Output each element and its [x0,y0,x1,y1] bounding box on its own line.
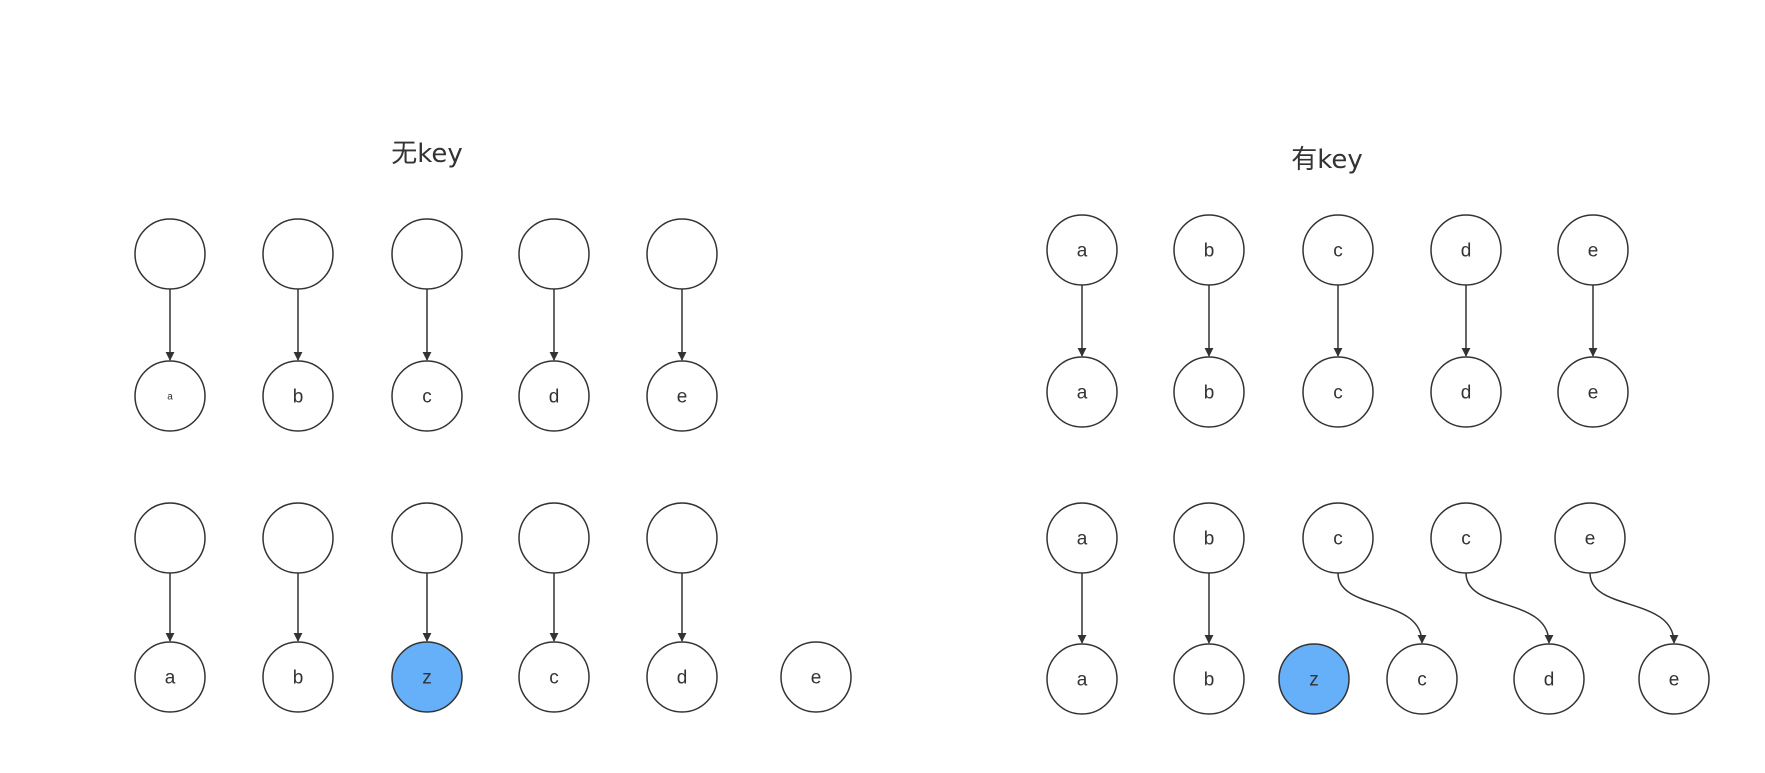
vnode-new: d [518,360,590,432]
vnode-old: b [1173,214,1245,286]
node-label: d [549,387,560,408]
edge-curved [1337,572,1427,644]
vnode-old [391,218,463,290]
vnode-old [262,218,334,290]
node-label: e [1585,529,1596,550]
node-label: b [1204,383,1215,404]
no-key-bottom-edges [165,573,687,642]
vnode-new: a [134,641,206,713]
vnode-new: a [134,360,206,432]
node-label: d [677,668,688,689]
vnode-new-inserted: z [1278,643,1350,715]
node-label: b [293,387,304,408]
vnode-new: b [262,641,334,713]
vnode-new: c [391,360,463,432]
node-label: e [1588,241,1599,262]
node-label: c [549,668,559,689]
vnode-new: e [1638,643,1710,715]
node-label: b [293,668,304,689]
vnode-old: e [1554,502,1626,574]
vnode-old: a [1046,214,1118,286]
vnode-new: d [1513,643,1585,715]
node-label: b [1204,241,1215,262]
vnode-new: c [1386,643,1458,715]
vnode-old: a [1046,502,1118,574]
vnode-old [518,502,590,574]
node-label: d [1461,241,1472,262]
no-key-bottom-new-row: a b z c d e [134,641,852,713]
panel-with-key: 有key a b c d e a b c d e [1046,145,1710,715]
node-label: c [1333,241,1343,262]
vnode-old: e [1557,214,1629,286]
node-label: a [1077,529,1088,550]
no-key-bottom-old-row [134,502,718,574]
panel-title-with-key: 有key [1291,145,1363,175]
vnode-new: a [1046,356,1118,428]
vnode-old: b [1173,502,1245,574]
vnode-old [646,218,718,290]
node-label: c [1333,383,1343,404]
vnode-new: d [1430,356,1502,428]
vnode-old [134,218,206,290]
node-label: b [1204,529,1215,550]
vnode-new: e [646,360,718,432]
with-key-top-old-row: a b c d e [1046,214,1629,286]
node-label: a [1077,241,1088,262]
vnode-new: c [518,641,590,713]
vnode-old: c [1302,214,1374,286]
with-key-bottom-old-row: a b c c e [1046,502,1626,574]
with-key-bottom-new-row: a b z c d e [1046,643,1710,715]
panel-title-no-key: 无key [391,139,463,169]
edge-curved [1589,572,1679,644]
node-label: a [1077,383,1088,404]
node-label: d [1461,383,1472,404]
node-label: e [1588,383,1599,404]
vnode-old: c [1430,502,1502,574]
node-label: e [677,387,688,408]
node-label: z [422,668,432,689]
no-key-top-old-row [134,218,718,290]
node-label: c [1461,529,1471,550]
vnode-old: c [1302,502,1374,574]
node-label: z [1309,670,1319,691]
node-label: e [811,668,822,689]
node-label: b [1204,670,1215,691]
with-key-bottom-edges [1077,572,1679,644]
vnode-new: c [1302,356,1374,428]
node-label: c [1417,670,1427,691]
vnode-new: a [1046,643,1118,715]
node-label: c [1333,529,1343,550]
no-key-top-new-row: a b c d e [134,360,718,432]
no-key-top-edges [165,289,687,361]
vnode-old [518,218,590,290]
edge-curved [1465,572,1554,644]
vnode-new: e [1557,356,1629,428]
node-label: c [422,387,432,408]
with-key-top-edges [1077,285,1598,357]
vnode-new: b [262,360,334,432]
node-label: d [1544,670,1555,691]
vnode-new: e [780,641,852,713]
vnode-old [262,502,334,574]
vnode-new: d [646,641,718,713]
node-label: e [1669,670,1680,691]
vnode-new: b [1173,356,1245,428]
panel-no-key: 无key a b c d e [134,139,852,713]
vnode-old [391,502,463,574]
vnode-new: b [1173,643,1245,715]
vnode-old [134,502,206,574]
node-label: a [167,392,173,403]
node-label: a [165,668,176,689]
vnode-old: d [1430,214,1502,286]
vnode-new-inserted: z [391,641,463,713]
with-key-top-new-row: a b c d e [1046,356,1629,428]
vnode-old [646,502,718,574]
node-label: a [1077,670,1088,691]
